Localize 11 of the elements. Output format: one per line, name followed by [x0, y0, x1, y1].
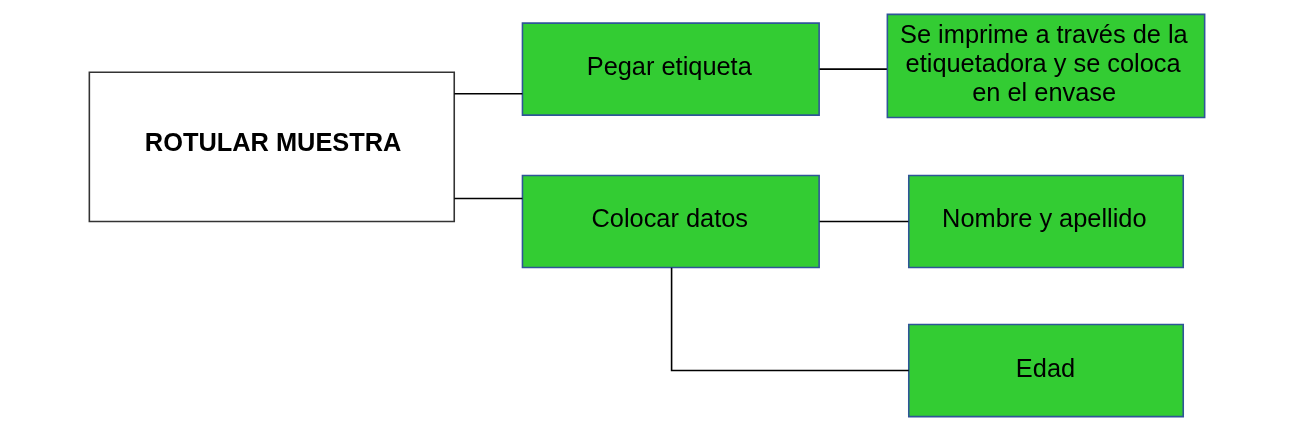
connector — [670, 267, 909, 372]
connector — [453, 92, 523, 95]
connector — [453, 197, 523, 200]
connector — [818, 68, 888, 70]
node-box: Edad — [907, 323, 1184, 418]
node-box: Pegar etiqueta — [521, 22, 820, 116]
node-box: Nombre y apellido — [907, 174, 1184, 269]
connector — [818, 220, 909, 223]
node-box: ROTULAR MUESTRA — [88, 71, 455, 223]
node-box: Se imprime a través de la etiquetadora y se coloca en el envase — [886, 13, 1205, 119]
node-box: Colocar datos — [521, 174, 820, 269]
